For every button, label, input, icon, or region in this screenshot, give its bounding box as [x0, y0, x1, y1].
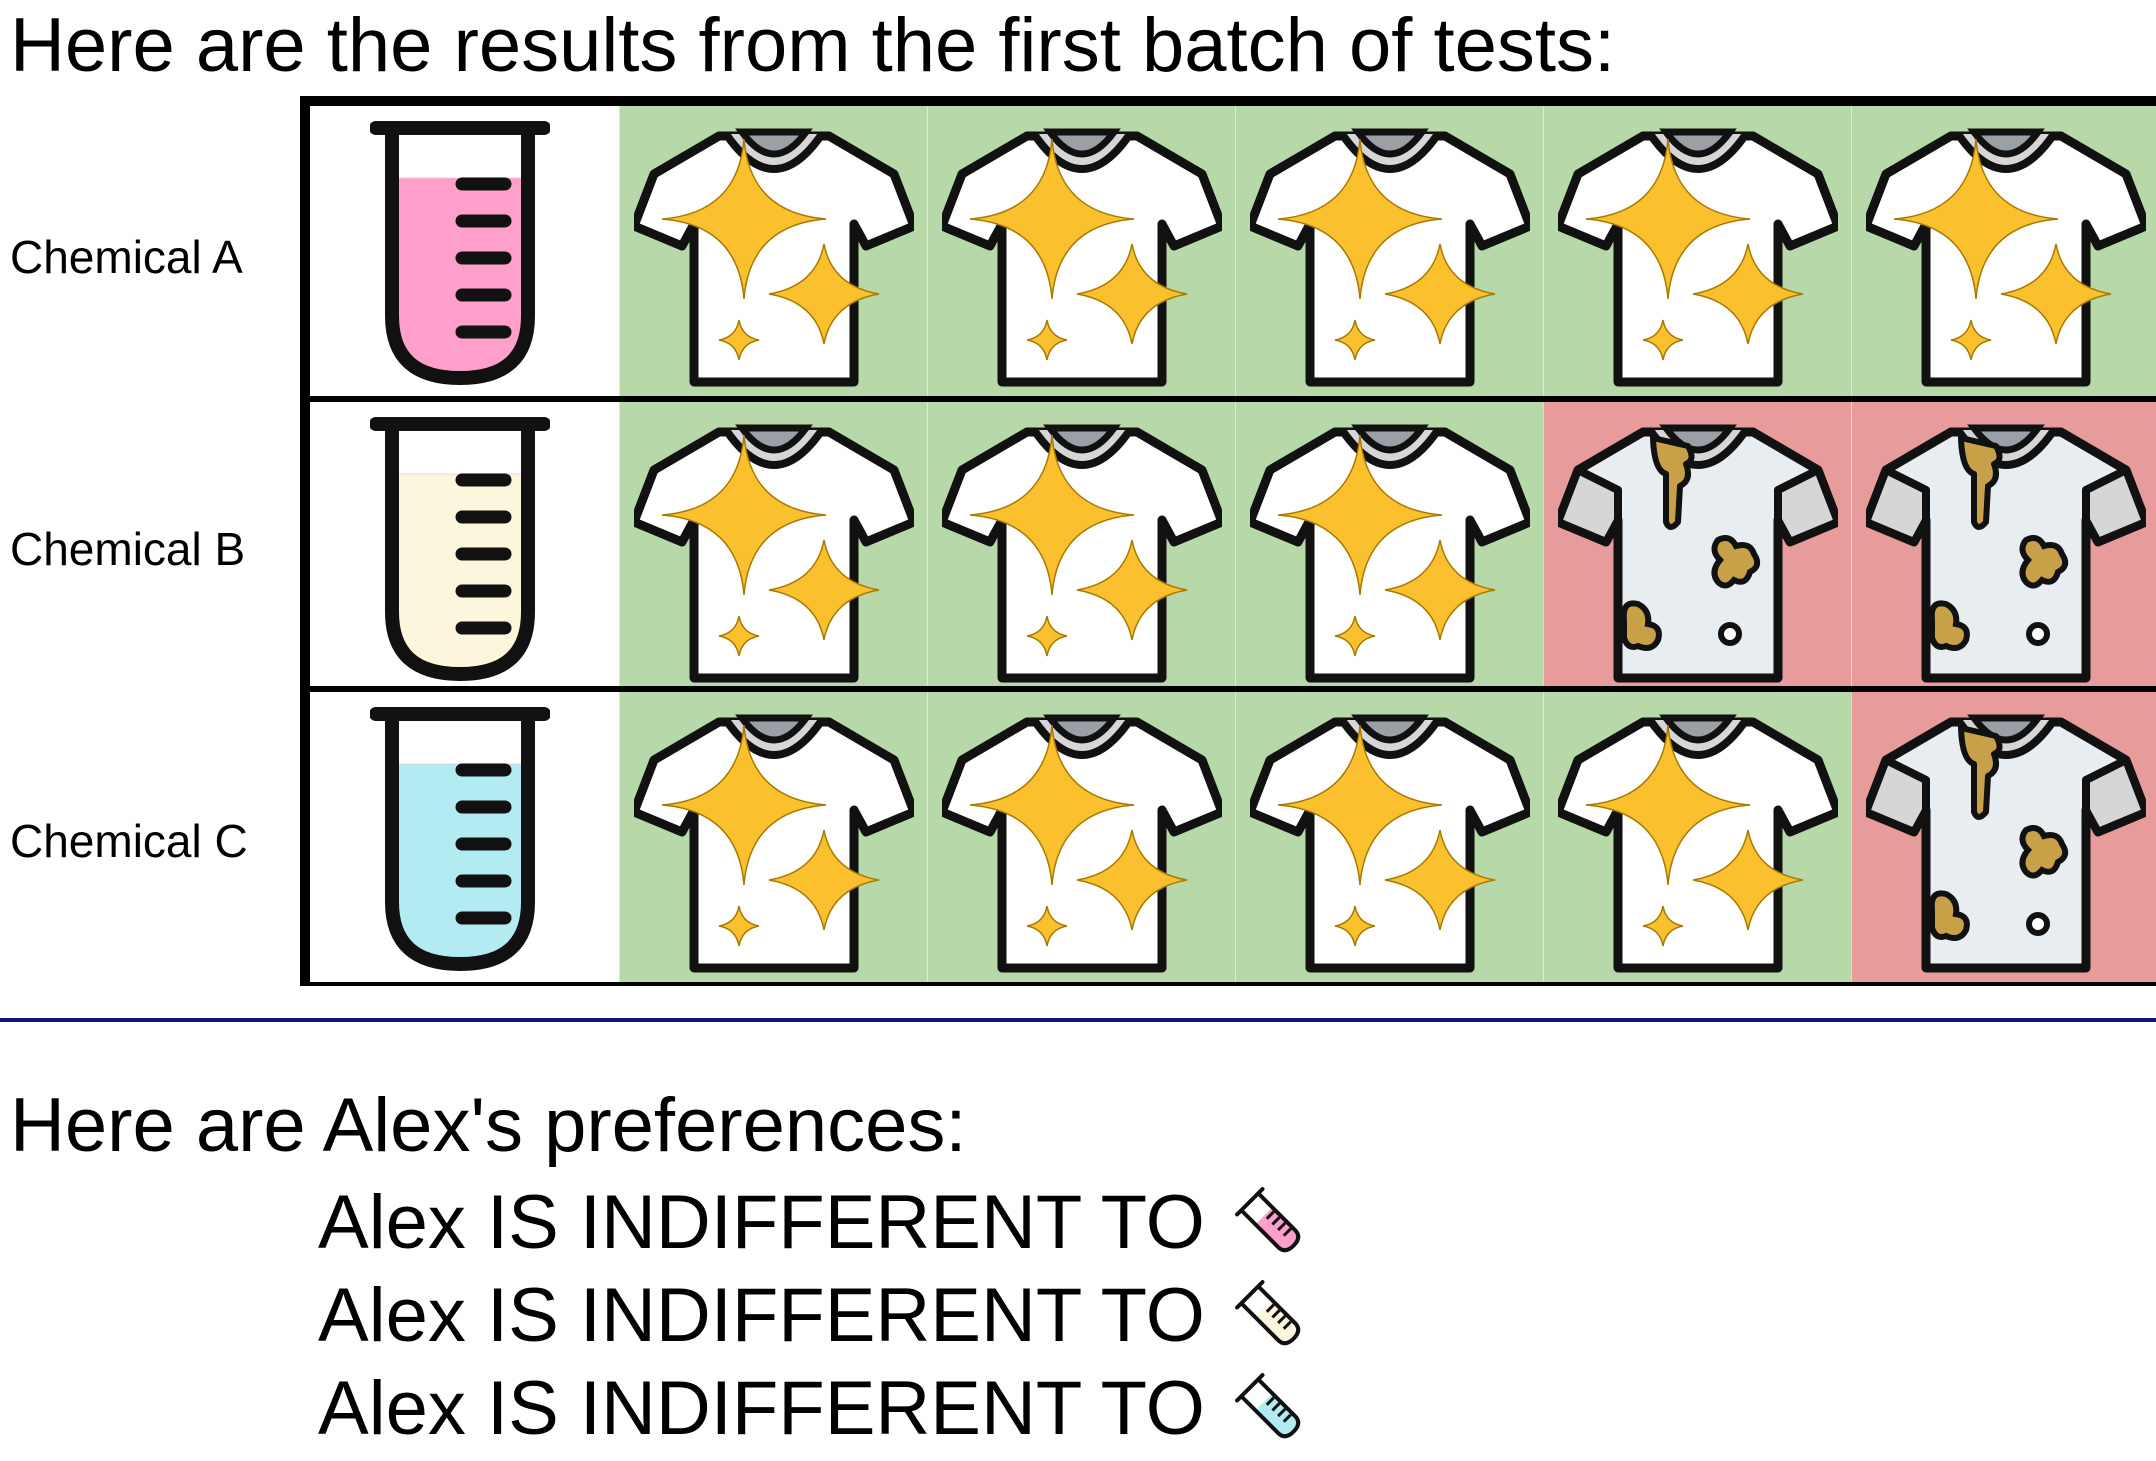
preference-line-1: Alex IS INDIFFERENT TO	[318, 1185, 1307, 1261]
test-tube-icon	[310, 106, 619, 396]
results-row-chemical-b	[310, 396, 2156, 692]
results-row-chemical-a	[310, 106, 2156, 396]
results-grid	[300, 96, 2156, 986]
yellow-test-tube-icon	[1205, 1280, 1307, 1352]
clean-shirt-icon	[1235, 402, 1543, 692]
preference-line-2: Alex IS INDIFFERENT TO	[318, 1278, 1307, 1354]
clean-shirt-icon	[927, 106, 1235, 396]
clean-shirt-icon	[619, 106, 927, 396]
preferences-heading: Here are Alex's preferences:	[10, 1083, 967, 1168]
clean-shirt-icon	[927, 402, 1235, 692]
blue-test-tube-icon	[1205, 1373, 1307, 1445]
test-tube-icon	[310, 402, 619, 692]
clean-shirt-icon	[1235, 106, 1543, 396]
clean-shirt-icon	[619, 402, 927, 692]
preference-line-3: Alex IS INDIFFERENT TO	[318, 1371, 1307, 1447]
row-label-chemical-a: Chemical A	[10, 231, 243, 283]
preference-text: Alex IS INDIFFERENT TO	[318, 1180, 1205, 1265]
pink-test-tube-icon	[1205, 1187, 1307, 1259]
row-label-chemical-c: Chemical C	[10, 815, 248, 867]
test-tube-icon	[310, 692, 619, 982]
row-label-chemical-b: Chemical B	[10, 523, 246, 575]
clean-shirt-icon	[1235, 692, 1543, 982]
preference-text: Alex IS INDIFFERENT TO	[318, 1366, 1205, 1451]
clean-shirt-icon	[1851, 106, 2156, 396]
clean-shirt-icon	[1543, 106, 1851, 396]
clean-shirt-icon	[619, 692, 927, 982]
stained-shirt-icon	[1851, 402, 2156, 692]
stained-shirt-icon	[1851, 692, 2156, 982]
preference-text: Alex IS INDIFFERENT TO	[318, 1273, 1205, 1358]
results-heading: Here are the results from the first batc…	[10, 3, 1616, 88]
clean-shirt-icon	[927, 692, 1235, 982]
stained-shirt-icon	[1543, 402, 1851, 692]
results-row-chemical-c	[310, 686, 2156, 982]
clean-shirt-icon	[1543, 692, 1851, 982]
section-divider	[0, 1018, 2156, 1022]
